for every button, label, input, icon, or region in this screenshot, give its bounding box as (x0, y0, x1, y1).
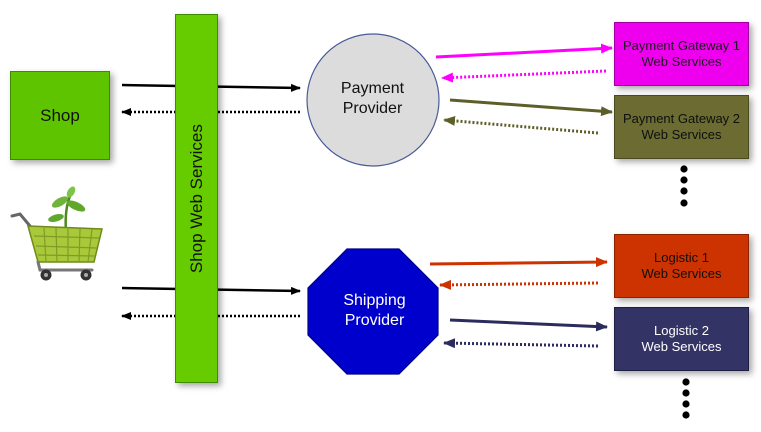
logistic1-to-shipping-arrow (439, 279, 599, 290)
shipping-provider-node (307, 248, 439, 375)
logistic-2-node: Logistic 2 Web Services (614, 307, 749, 371)
vertical-ellipsis-icon (682, 378, 690, 419)
payment-gateway-1-node: Payment Gateway 1 Web Services (614, 22, 749, 86)
payment-gateway-1-label: Payment Gateway 1 Web Services (622, 37, 741, 69)
payment-provider-node (306, 33, 440, 167)
payment-to-gateway1-arrow (435, 43, 613, 59)
shop-web-services-node: Shop Web Services (175, 14, 218, 383)
shipping-to-logistic2-arrow (449, 318, 608, 332)
logistic2-to-shipping-arrow (443, 338, 599, 349)
logistic-1-node: Logistic 1 Web Services (614, 234, 749, 298)
payment-gateway-2-label: Payment Gateway 2 Web Services (622, 110, 741, 142)
payment-to-gateway2-arrow (449, 98, 613, 117)
shop-label: Shop (40, 105, 80, 125)
logistic-2-label: Logistic 2 Web Services (641, 322, 722, 354)
gateway2-to-payment-arrow (443, 115, 599, 135)
shipping-to-logistic1-arrow (429, 257, 608, 268)
gateway1-to-payment-arrow (441, 69, 607, 83)
shopping-cart-icon (10, 186, 103, 281)
logistic-1-label: Logistic 1 Web Services (641, 249, 722, 281)
shop-web-services-label: Shop Web Services (186, 124, 206, 273)
shop-node: Shop (10, 71, 110, 160)
vertical-ellipsis-icon (680, 165, 688, 207)
shipping-provider-label: Shipping Provider (343, 292, 406, 329)
payment-gateway-2-node: Payment Gateway 2 Web Services (614, 95, 749, 159)
payment-provider-label: Payment Provider (340, 80, 405, 117)
